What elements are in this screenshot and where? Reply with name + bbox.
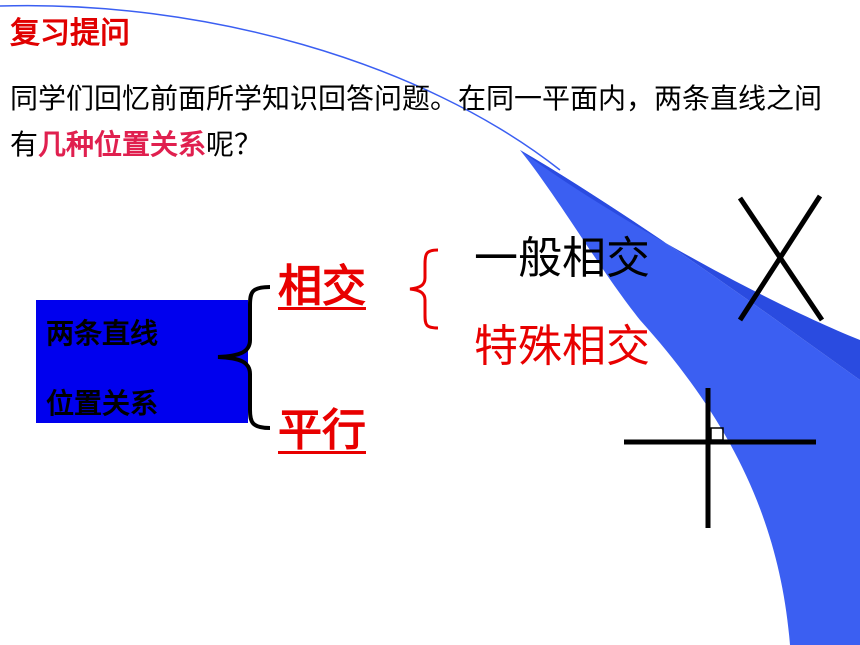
box-label-line-1: 两条直线 (46, 317, 159, 350)
category-parallel: 平行 (278, 405, 366, 456)
question-text: 同学们回忆前面所学知识回答问题。在同一平面内，两条直线之间有几种位置关系呢？ (10, 76, 830, 168)
slide-title: 复习提问 (10, 16, 130, 51)
question-part-1: 同学们回忆前面所学知识回答问题。在同一平面内，两条直线之间有 (10, 82, 823, 161)
relation-box (36, 300, 248, 423)
sub-special-intersect: 特殊相交 (474, 321, 650, 372)
sub-general-intersect: 一般相交 (474, 233, 650, 284)
question-highlight: 几种位置关系 (38, 128, 207, 161)
question-part-2: 呢？ (206, 128, 263, 161)
box-label-line-2: 位置关系 (46, 387, 159, 420)
category-intersect: 相交 (278, 261, 366, 312)
